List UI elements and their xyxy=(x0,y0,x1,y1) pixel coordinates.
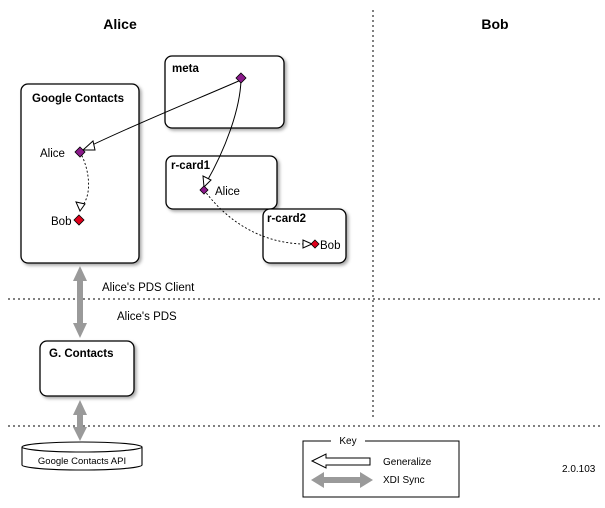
xdi-sync-key-icon xyxy=(311,472,373,488)
google-contacts-api-label: Google Contacts API xyxy=(38,456,126,467)
g-contacts-box xyxy=(39,340,135,397)
rcard1-box xyxy=(165,155,278,210)
column-header-alice: Alice xyxy=(103,16,137,32)
generalize-arrowhead-gc-alice xyxy=(81,140,96,151)
zone-label-pds: Alice's PDS xyxy=(117,311,177,323)
google-contacts-api-cylinder xyxy=(21,441,143,471)
rcard2-bob-node xyxy=(310,239,320,249)
column-header-bob: Bob xyxy=(481,16,508,32)
generalize-arrowhead-rcard1 xyxy=(202,175,212,189)
g-contacts-title: G. Contacts xyxy=(49,348,114,360)
gc-bob-node xyxy=(73,214,85,226)
google-contacts-alice-label: Alice xyxy=(40,148,65,160)
xdi-sync-key-label: XDI Sync xyxy=(383,475,425,486)
dashed-arrowhead-rcard2 xyxy=(302,239,314,249)
rcard2-box xyxy=(262,208,347,264)
generalize-arrow-meta-to-rcard1 xyxy=(205,79,242,184)
google-contacts-bob-label: Bob xyxy=(51,216,71,228)
rcard2-bob-label: Bob xyxy=(320,240,340,252)
sync-arrow-gcontacts-to-api xyxy=(73,400,87,441)
key-title: Key xyxy=(339,436,356,447)
key-box xyxy=(302,440,460,498)
rcard2-title: r-card2 xyxy=(267,213,306,225)
generalize-key-label: Generalize xyxy=(383,457,432,468)
google-contacts-title: Google Contacts xyxy=(32,93,124,105)
gc-alice-node xyxy=(74,146,86,158)
sync-arrow-gc-to-gcontacts xyxy=(73,266,87,338)
dashed-arrow-gc-alice-to-bob xyxy=(79,151,89,207)
version-label: 2.0.103 xyxy=(562,464,596,475)
generalize-key-icon xyxy=(310,453,371,469)
dashed-arrowhead-gc-bob xyxy=(75,201,86,213)
zone-label-pds-client: Alice's PDS Client xyxy=(102,282,195,294)
generalize-arrow-meta-to-gc-alice xyxy=(87,79,242,148)
dashed-arrow-rcard1-to-rcard2 xyxy=(203,189,304,245)
meta-box xyxy=(164,55,285,129)
meta-node xyxy=(235,72,247,84)
rcard1-alice-label: Alice xyxy=(215,186,240,198)
google-contacts-box xyxy=(20,83,140,264)
rcard1-alice-node xyxy=(199,185,209,195)
rcard1-title: r-card1 xyxy=(171,160,211,172)
meta-title: meta xyxy=(172,63,199,75)
